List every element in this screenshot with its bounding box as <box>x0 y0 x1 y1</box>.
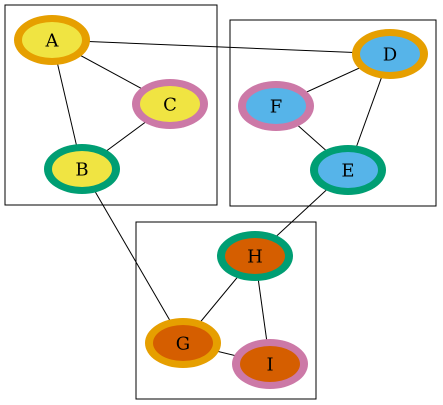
node-f-inner-fill <box>246 88 306 124</box>
node-g-inner-fill <box>153 325 213 361</box>
edge-a-d <box>51 39 391 55</box>
edges-layer <box>51 39 391 365</box>
node-h-label: H <box>247 247 263 268</box>
node-a-inner-fill <box>22 22 82 58</box>
node-h-inner-fill <box>225 238 285 274</box>
node-e: E <box>310 145 386 195</box>
node-h: H <box>217 231 293 281</box>
clusters-layer <box>4 4 437 400</box>
node-c: C <box>132 79 208 129</box>
node-g-label: G <box>176 334 190 355</box>
edge-b-g <box>81 168 184 344</box>
node-e-label: E <box>341 161 354 182</box>
node-c-label: C <box>163 95 177 116</box>
node-f: F <box>238 81 314 131</box>
node-d-inner-fill <box>360 36 420 72</box>
node-i-label: I <box>266 355 273 376</box>
cluster-top-right-box <box>229 19 437 207</box>
node-e-inner-fill <box>318 152 378 188</box>
nodes-layer: A B C D E F G H I <box>14 15 428 389</box>
node-a: A <box>14 15 90 65</box>
node-d: D <box>352 29 428 79</box>
node-i-inner-fill <box>240 346 300 382</box>
node-f-label: F <box>270 97 283 118</box>
node-b-label: B <box>75 160 88 181</box>
node-i: I <box>232 339 308 389</box>
node-d-label: D <box>383 45 397 66</box>
cluster-top-left-box <box>4 4 218 206</box>
node-b: B <box>44 144 120 194</box>
node-c-inner-fill <box>140 86 200 122</box>
node-b-inner-fill <box>52 151 112 187</box>
node-g: G <box>145 318 221 368</box>
cluster-bottom-box <box>135 221 317 400</box>
node-a-label: A <box>45 31 60 52</box>
